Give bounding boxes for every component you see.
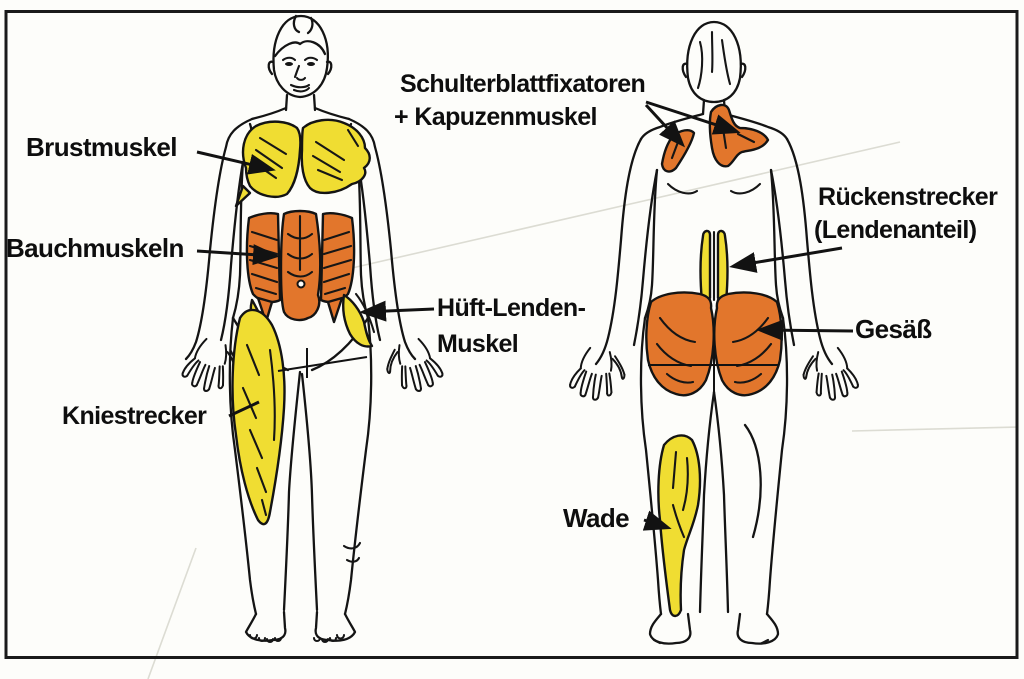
brustmuskel-arrow <box>196 150 276 175</box>
back-head <box>681 20 747 104</box>
abdominal-muscle-highlight <box>245 209 356 324</box>
label-schulterblattfixatoren: Schulterblattfixatoren + Kapuzenmuskel <box>394 68 646 133</box>
label-rueckenstrecker-line1: Rückenstrecker <box>818 183 998 211</box>
back-feet <box>648 612 780 645</box>
label-schulterblattfixatoren-line2: + Kapuzenmuskel <box>394 102 597 131</box>
schulterblatt-arrow-right <box>645 100 741 135</box>
diagram-frame <box>4 10 1019 659</box>
front-hip-reference-line <box>277 348 368 378</box>
back-right-hand <box>798 344 861 406</box>
wade-arrow <box>642 510 672 531</box>
label-hueft-lenden-muskel: Hüft-Lenden- Muskel <box>437 290 586 363</box>
label-gesaess: Gesäß <box>855 313 932 347</box>
label-kniestrecker-text: Kniestrecker <box>62 402 207 430</box>
chest-muscle-highlight <box>234 118 371 208</box>
label-brustmuskel: Brustmuskel <box>26 131 178 165</box>
hueft-lenden-arrow <box>359 300 435 322</box>
label-brustmuskel-text: Brustmuskel <box>26 132 178 162</box>
label-wade: Wade <box>563 502 630 536</box>
label-gesaess-text: Gesäß <box>855 314 932 344</box>
label-bauchmuskeln: Bauchmuskeln <box>6 232 184 266</box>
kniestrecker-line <box>228 400 260 418</box>
label-kniestrecker: Kniestrecker <box>62 400 207 433</box>
label-rueckenstrecker: Rückenstrecker (Lendenanteil) <box>814 181 998 246</box>
front-feet <box>244 610 357 643</box>
bauchmuskeln-arrow <box>196 244 280 266</box>
rueckenstrecker-arrow <box>729 246 843 273</box>
knee-extensor-highlight <box>231 308 286 526</box>
label-hueft-lenden-line1: Hüft-Lenden- <box>437 294 586 322</box>
leader-lines <box>196 100 854 531</box>
label-schulterblattfixatoren-line1: Schulterblattfixatoren <box>400 70 646 98</box>
label-bauchmuskeln-text: Bauchmuskeln <box>6 233 184 263</box>
label-wade-text: Wade <box>563 503 630 533</box>
label-rueckenstrecker-line2: (Lendenanteil) <box>814 215 977 244</box>
front-view-figure <box>178 14 447 643</box>
gesaess-arrow <box>756 319 854 341</box>
front-right-hand <box>380 334 447 400</box>
front-head <box>267 14 333 99</box>
schulterblatt-arrow-left <box>644 103 686 148</box>
gluteal-muscle-highlight <box>645 291 783 397</box>
label-hueft-lenden-line2: Muskel <box>437 330 519 359</box>
